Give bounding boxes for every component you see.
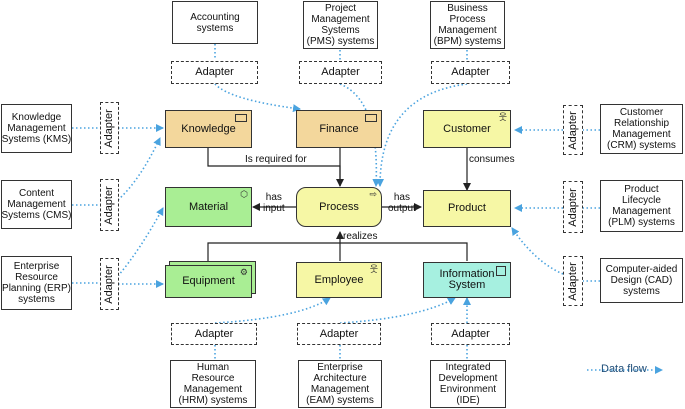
flow-cad-product [511, 227, 564, 275]
material-hexagon-icon: ⬡ [240, 189, 248, 199]
flow-eam-infosys [339, 297, 456, 324]
customer-element: Customer 웃 [423, 110, 511, 148]
product-element: Product [423, 190, 511, 227]
has-output-label: has output [388, 192, 416, 214]
kms-systems-box: Knowledge Management Systems (KMS) [1, 104, 72, 153]
component-icon [496, 266, 506, 276]
process-arrow-icon: ⇨ [369, 189, 377, 199]
has-input-label: has input [263, 192, 285, 214]
adapter-accounting: Adapter [171, 61, 258, 84]
equipment-element: Equipment ⚙ [165, 265, 252, 298]
plm-systems-box: Product Lifecycle Management (PLM) syste… [600, 180, 683, 232]
process-element: Process ⇨ [296, 187, 382, 227]
adapter-kms: Adapter [100, 102, 119, 154]
consumes-label: consumes [469, 154, 515, 165]
flow-accounting-finance [214, 83, 301, 113]
flow-hrm-employee [214, 297, 331, 324]
adapter-pms: Adapter [299, 61, 382, 84]
material-element: Material ⬡ [165, 187, 252, 227]
eam-systems-box: Enterprise Architecture Management (EAM)… [298, 360, 382, 408]
adapter-cms: Adapter [100, 179, 119, 231]
flow-cms-knowledge [117, 137, 161, 201]
adapter-eam: Adapter [297, 323, 381, 345]
erp-systems-box: Enterprise Resource Planning (ERP) syste… [1, 256, 72, 310]
actor-icon: 웃 [369, 264, 378, 274]
flow-pms-process [339, 83, 381, 187]
hrm-systems-box: Human Resource Management (HRM) systems [170, 360, 256, 408]
finance-element: Finance [296, 110, 382, 148]
adapter-cad: Adapter [563, 256, 583, 306]
relation-lines [207, 148, 471, 263]
information-system-element: Information System [423, 262, 511, 298]
gear-icon: ⚙ [239, 267, 248, 277]
realizes-line-equipment [207, 231, 344, 263]
adapter-plm: Adapter [563, 181, 583, 233]
bpm-systems-box: Business Process Management (BPM) system… [430, 1, 505, 49]
business-object-icon [235, 114, 247, 122]
realizes-label: realizes [343, 231, 378, 242]
employee-element: Employee 웃 [296, 262, 382, 298]
legend-data-flow-label: Data flow [601, 363, 647, 375]
cad-systems-box: Computer-aided Design (CAD) systems [600, 258, 683, 303]
adapter-bpm: Adapter [431, 61, 510, 84]
adapter-erp: Adapter [100, 258, 119, 310]
realizes-line-infosys [340, 242, 468, 261]
flow-erp-material [117, 207, 164, 277]
adapter-crm: Adapter [563, 105, 583, 155]
data-flow-lines [72, 44, 663, 374]
business-object-icon [365, 114, 377, 122]
ide-systems-box: Integrated Development Environment (IDE) [430, 360, 506, 408]
is-required-for-label: Is required for [245, 154, 307, 165]
pms-systems-box: Project Management Systems (PMS) systems [303, 1, 378, 49]
knowledge-element: Knowledge [165, 110, 252, 148]
cms-systems-box: Content Management Systems (CMS) [1, 180, 72, 229]
adapter-ide: Adapter [431, 323, 510, 345]
actor-icon: 웃 [498, 112, 507, 122]
adapter-hrm: Adapter [171, 323, 257, 345]
accounting-systems-box: Accounting systems [172, 1, 258, 44]
crm-systems-box: Customer Relationship Management (CRM) s… [600, 104, 683, 154]
